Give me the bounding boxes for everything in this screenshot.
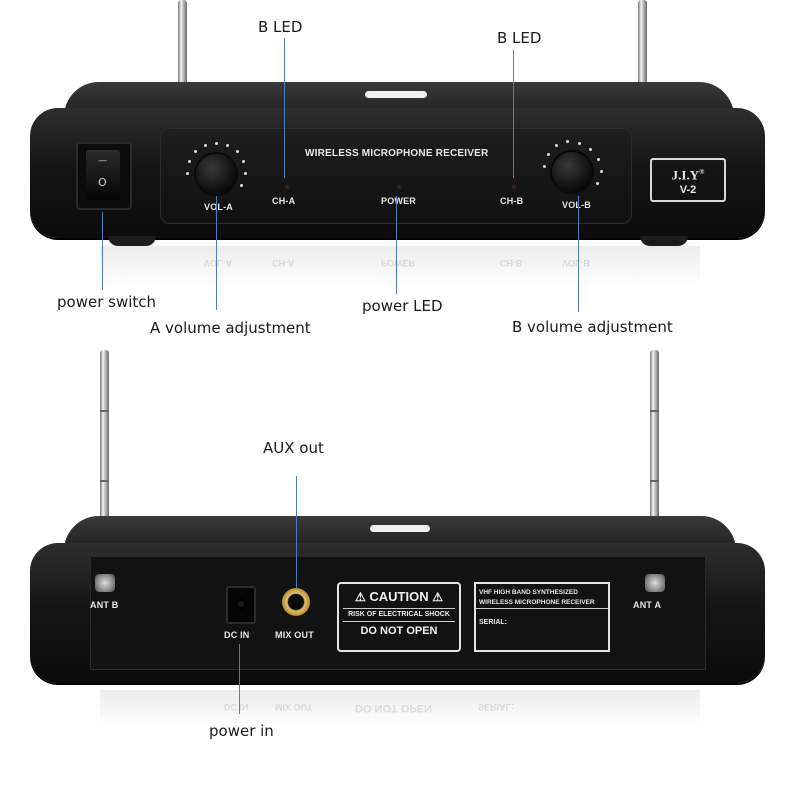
volume-b-knob[interactable] <box>552 152 592 192</box>
reflect-dc-in: DC IN <box>224 702 249 712</box>
knob-a-tick <box>244 172 247 175</box>
ant-b-connector[interactable] <box>95 574 115 592</box>
dc-in-label: DC IN <box>224 630 250 640</box>
brand-model: V-2 <box>679 184 697 197</box>
ant-b-label: ANT B <box>90 600 119 610</box>
info-line-2: WIRELESS MICROPHONE RECEIVER <box>476 598 608 609</box>
caution-title: CAUTION <box>369 589 429 604</box>
knob-a-tick <box>186 172 189 175</box>
leader-power-led <box>396 196 397 294</box>
knob-a-tick <box>215 142 218 145</box>
leader-b-led-left <box>284 38 285 178</box>
power-switch-rocker[interactable]: — O <box>86 150 120 200</box>
callout-power-in: power in <box>209 722 274 740</box>
knob-b-tick <box>547 153 550 156</box>
callout-a-volume: A volume adjustment <box>150 319 311 337</box>
knob-a-tick <box>194 150 197 153</box>
ant-a-label: ANT A <box>633 600 662 610</box>
mix-out-label: MIX OUT <box>275 630 314 640</box>
knob-a-tick <box>242 160 245 163</box>
mix-out-jack[interactable] <box>282 588 310 616</box>
info-line-1: VHF HIGH BAND SYNTHESIZED <box>479 589 578 596</box>
leader-aux-out <box>296 476 297 588</box>
knob-a-tick <box>236 150 239 153</box>
leader-b-led-right <box>513 50 514 178</box>
front-foot-right <box>640 236 688 246</box>
leader-b-volume <box>578 196 579 312</box>
knob-a-tick <box>240 184 243 187</box>
callout-aux-out: AUX out <box>263 439 324 457</box>
brand-registered-mark: ® <box>699 168 705 176</box>
callout-b-led-left: B LED <box>258 18 303 36</box>
knob-a-tick <box>188 160 191 163</box>
front-panel-title: WIRELESS MICROPHONE RECEIVER <box>305 148 489 159</box>
knob-b-tick <box>543 165 546 168</box>
vol-b-label: VOL-B <box>562 200 591 210</box>
caution-bottom: DO NOT OPEN <box>360 625 438 637</box>
front-unit-top-slot <box>365 91 427 98</box>
knob-a-tick <box>204 144 207 147</box>
product-info-label: VHF HIGH BAND SYNTHESIZED WIRELESS MICRO… <box>474 582 610 652</box>
rear-reflection <box>100 690 700 726</box>
ch-b-led <box>511 184 517 190</box>
vol-a-label: VOL-A <box>204 202 233 212</box>
reflect-ch-a: CH-A <box>272 258 295 268</box>
callout-b-volume: B volume adjustment <box>512 318 673 336</box>
caution-label: ⚠ CAUTION ⚠ RISK OF ELECTRICAL SHOCK DO … <box>337 582 461 652</box>
ch-b-label: CH-B <box>500 196 524 206</box>
ch-a-led <box>284 184 290 190</box>
power-switch[interactable]: — O <box>76 142 132 210</box>
knob-b-tick <box>566 140 569 143</box>
switch-on-mark: — <box>98 156 107 166</box>
knob-b-tick <box>596 182 599 185</box>
power-led <box>396 184 402 190</box>
reflect-serial: SERIAL: <box>478 702 514 712</box>
caution-line: RISK OF ELECTRICAL SHOCK <box>343 608 455 622</box>
knob-b-tick <box>578 142 581 145</box>
callout-power-led: power LED <box>362 297 443 315</box>
ant-a-connector[interactable] <box>645 574 665 592</box>
dc-in-jack[interactable] <box>226 586 256 624</box>
callout-b-led-right: B LED <box>497 29 542 47</box>
power-label: POWER <box>381 196 417 206</box>
antenna-left <box>178 0 187 86</box>
ch-a-label: CH-A <box>272 196 296 206</box>
reflect-vol-b: VOL-B <box>562 258 590 268</box>
knob-b-tick <box>597 158 600 161</box>
callout-power-switch: power switch <box>57 293 157 311</box>
serial-label: SERIAL: <box>479 619 507 626</box>
antenna-right <box>638 0 647 86</box>
leader-a-volume <box>216 196 217 310</box>
reflect-vol-a: VOL-A <box>204 258 232 268</box>
warning-triangle-icon: ⚠ <box>432 590 443 604</box>
knob-b-tick <box>555 144 558 147</box>
front-foot-left <box>108 236 156 246</box>
reflect-caution-bottom: DO NOT OPEN <box>355 702 433 714</box>
brand-badge: J.I.Y® V-2 <box>650 158 726 202</box>
switch-off-mark: O <box>98 176 107 189</box>
reflect-power: POWER <box>381 258 416 268</box>
brand-name: J.I.Y <box>671 167 700 183</box>
knob-a-tick <box>226 144 229 147</box>
knob-b-tick <box>589 148 592 151</box>
leader-power-in <box>239 644 240 714</box>
knob-b-tick <box>600 170 603 173</box>
reflect-ch-b: CH-B <box>500 258 523 268</box>
rear-unit-top-slot <box>370 525 430 532</box>
leader-power-switch <box>102 212 103 290</box>
front-reflection <box>100 246 700 286</box>
reflect-mix-out: MIX OUT <box>275 702 313 712</box>
warning-triangle-icon: ⚠ <box>355 590 366 604</box>
volume-a-knob[interactable] <box>196 154 236 194</box>
